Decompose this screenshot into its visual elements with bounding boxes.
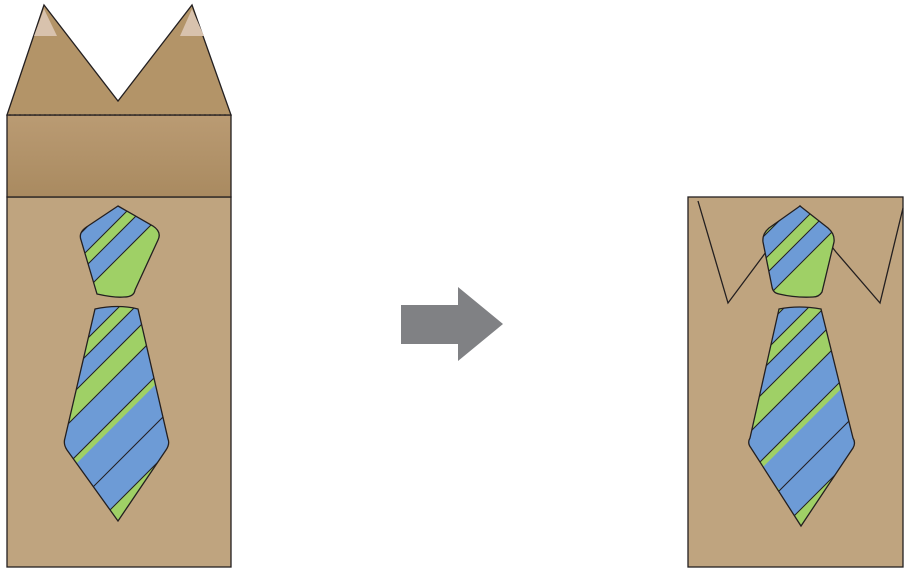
arrow-right-icon xyxy=(401,287,503,361)
bag-after xyxy=(688,170,904,567)
collar-flap-band xyxy=(7,115,231,197)
bag-before xyxy=(7,5,231,567)
